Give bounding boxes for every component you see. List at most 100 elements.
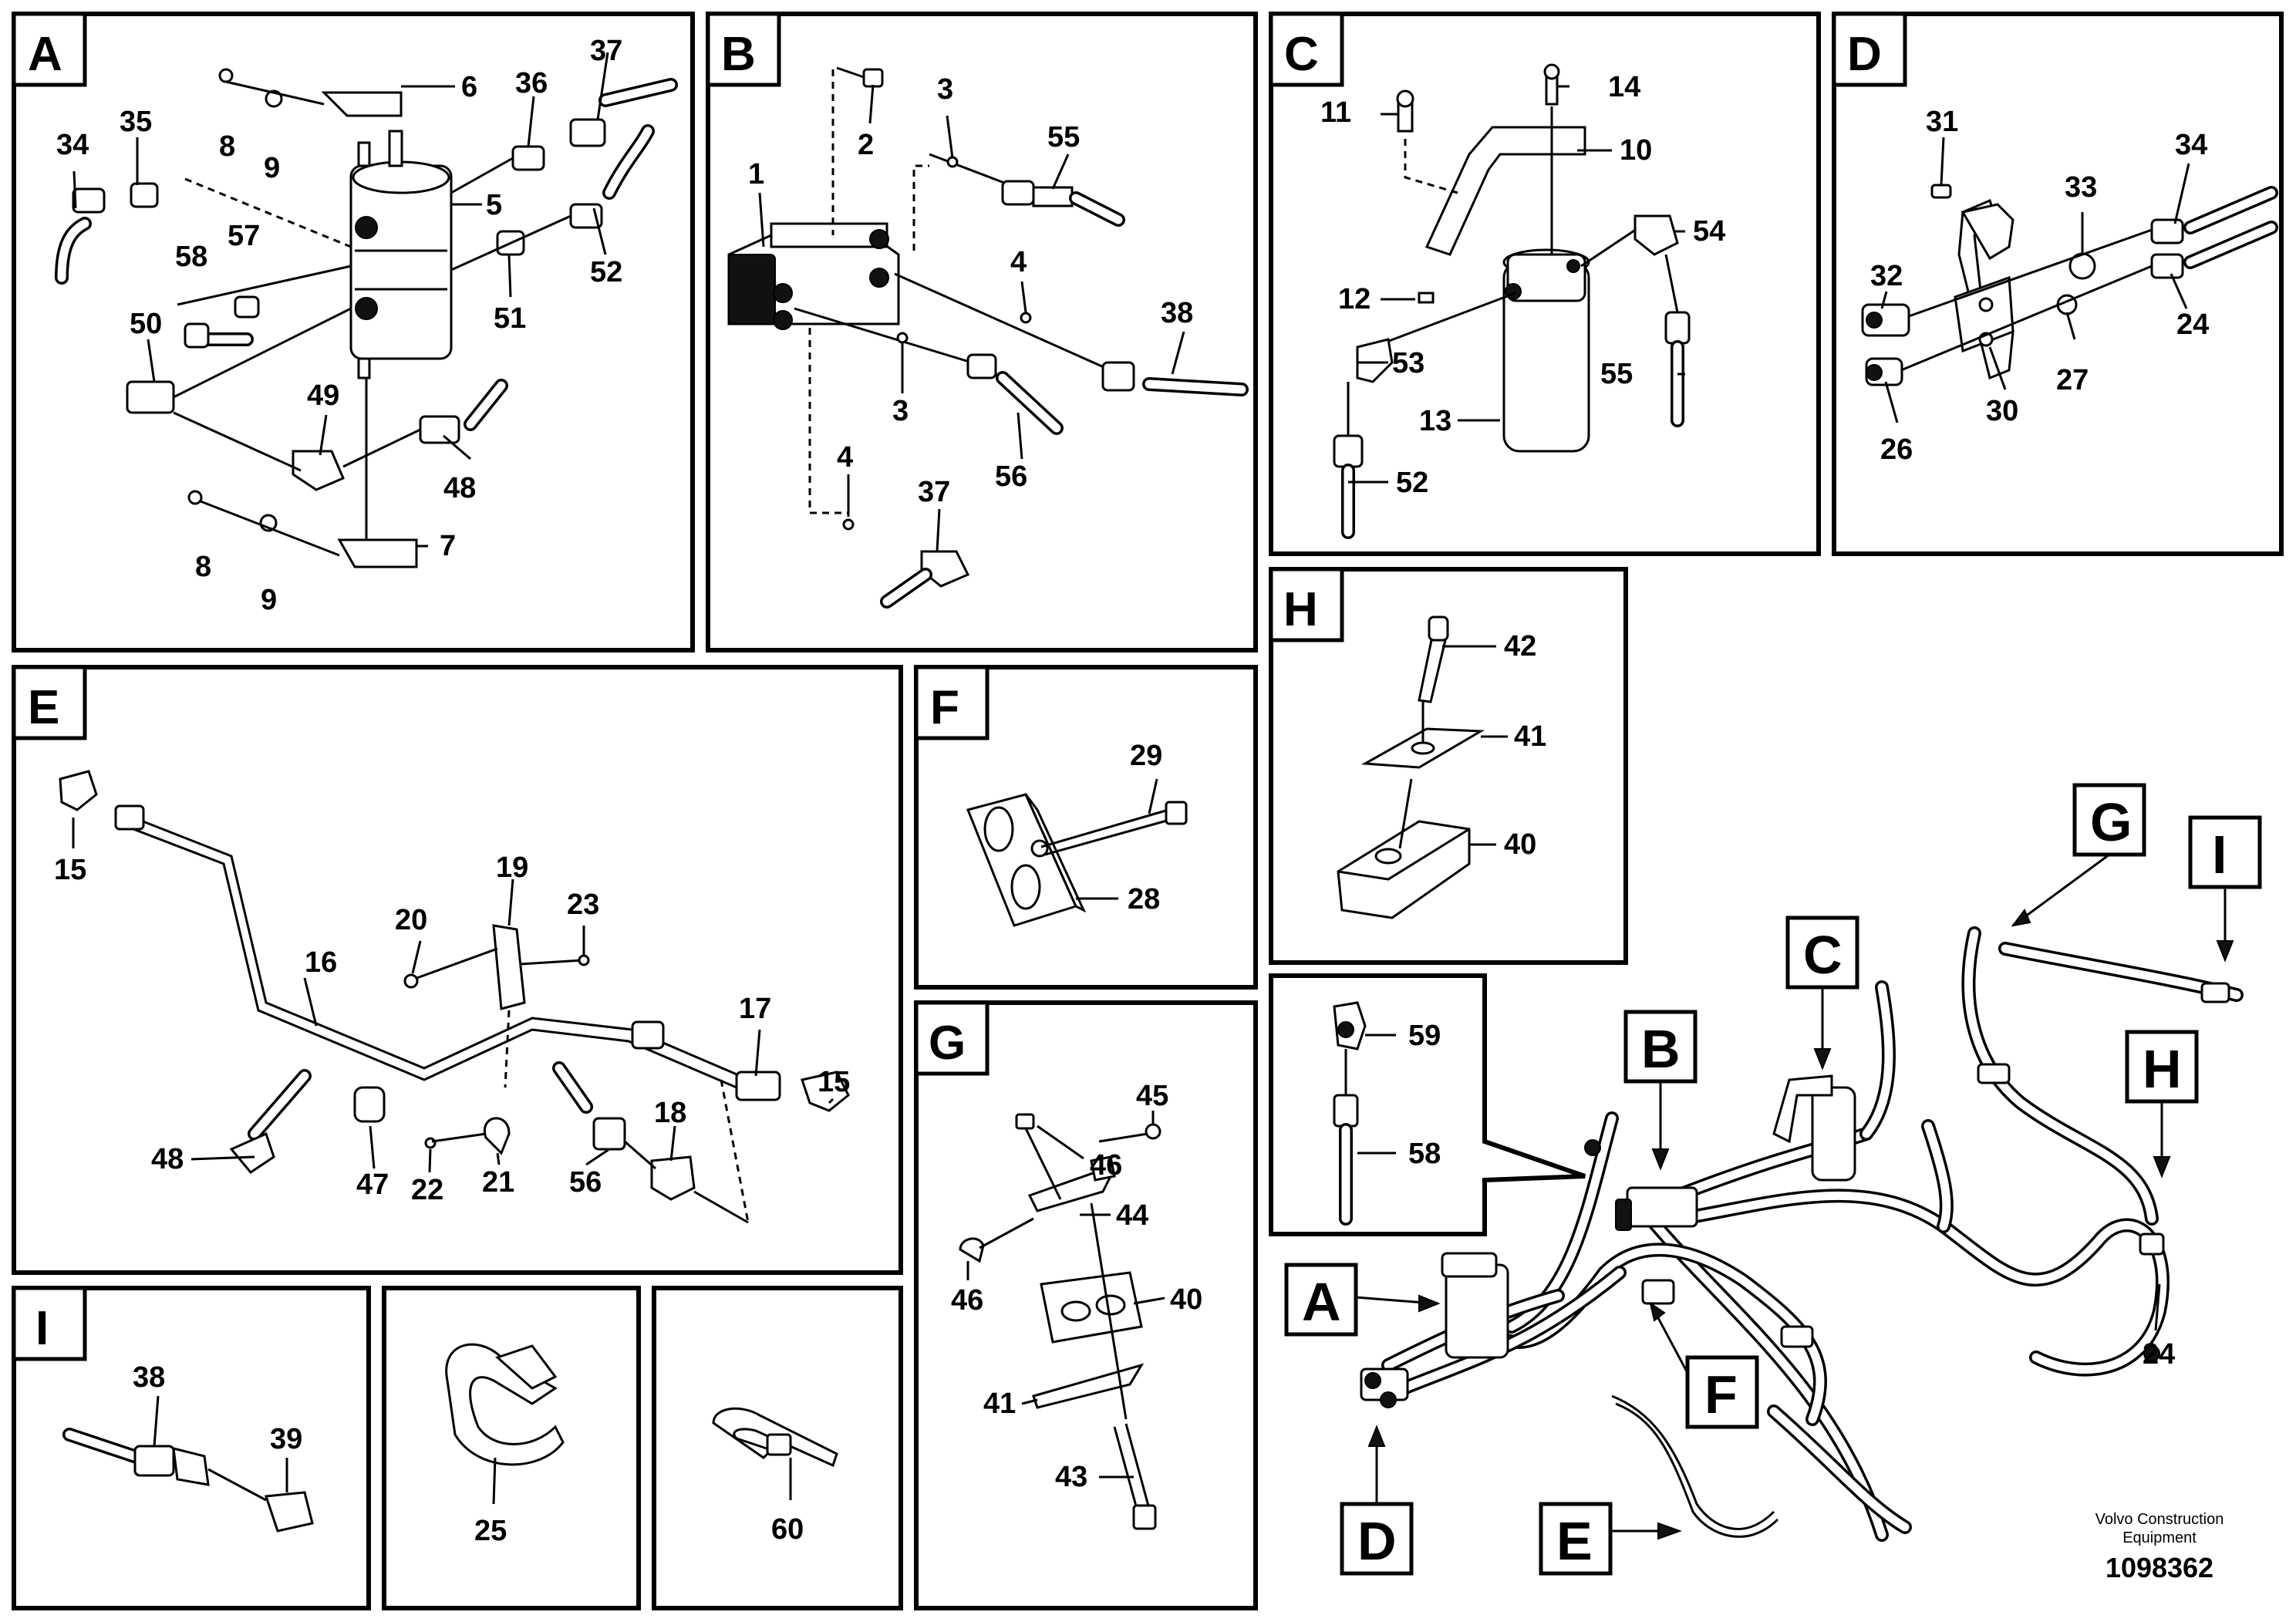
callout-e-22: 22 xyxy=(411,1174,443,1206)
callout-c-14: 14 xyxy=(1608,71,1640,103)
callout-h-41: 41 xyxy=(1514,720,1546,753)
callout-b-4: 4 xyxy=(1010,246,1027,278)
callout-h-42: 42 xyxy=(1504,630,1536,663)
overview-tag-c: C xyxy=(1803,925,1843,985)
callout-c-11: 11 xyxy=(1320,96,1351,129)
panel-tie-60: 60 xyxy=(652,1286,903,1610)
panel-detail-59-58: 59 58 xyxy=(1269,973,1586,1236)
callout-b-55: 55 xyxy=(1047,121,1080,153)
callout-a-8: 8 xyxy=(219,130,235,163)
callout-a-34: 34 xyxy=(56,129,89,161)
panel-g: G 45 46 44 40 46 41 43 xyxy=(914,1000,1258,1610)
manufacturer-line-2: Equipment xyxy=(2122,1529,2197,1546)
callout-c-10: 10 xyxy=(1620,134,1652,167)
callout-f-29: 29 xyxy=(1130,740,1162,772)
callout-a-9: 9 xyxy=(264,152,280,184)
callout-c-53: 53 xyxy=(1392,347,1424,379)
callout-d-32: 32 xyxy=(1870,260,1903,292)
panel-i-letter: I xyxy=(35,1302,49,1355)
callout-a-37: 37 xyxy=(590,35,622,67)
callout-a-8b: 8 xyxy=(195,551,211,583)
callout-a-49: 49 xyxy=(307,379,339,412)
callout-g-44: 44 xyxy=(1116,1199,1148,1232)
callout-a-5: 5 xyxy=(486,189,502,221)
callout-c-54: 54 xyxy=(1693,215,1725,248)
callout-g-41: 41 xyxy=(983,1388,1016,1420)
callout-e-16: 16 xyxy=(305,946,337,979)
callout-g-45: 45 xyxy=(1136,1080,1168,1112)
callout-b-56: 56 xyxy=(995,460,1027,493)
panel-f: F 29 28 xyxy=(914,665,1258,990)
callout-c-55: 55 xyxy=(1600,358,1633,390)
callout-e-20: 20 xyxy=(395,904,427,936)
callout-a-57: 57 xyxy=(228,220,260,252)
overview-tag-d: D xyxy=(1357,1511,1397,1571)
callout-i-39: 39 xyxy=(270,1423,302,1455)
overview-tag-e: E xyxy=(1556,1511,1593,1571)
callout-b-3b: 3 xyxy=(892,395,909,427)
panel-e-letter: E xyxy=(28,681,59,734)
callout-c-52: 52 xyxy=(1396,467,1428,499)
callout-a-52: 52 xyxy=(590,256,622,288)
callout-d-26: 26 xyxy=(1880,433,1913,466)
callout-a-51: 51 xyxy=(494,302,526,335)
callout-a-36: 36 xyxy=(515,67,548,99)
panel-c: C xyxy=(1269,12,1821,556)
callout-e-47: 47 xyxy=(356,1168,389,1201)
callout-g-46: 46 xyxy=(1090,1149,1122,1182)
callout-d-30: 30 xyxy=(1986,395,2018,427)
callout-e-17: 17 xyxy=(739,993,771,1025)
overview-tag-h: H xyxy=(2143,1039,2182,1099)
callout-a-50: 50 xyxy=(130,308,162,340)
callout-e-15: 15 xyxy=(54,854,86,886)
callout-d-27: 27 xyxy=(2056,364,2089,396)
panel-i: I 38 39 xyxy=(12,1286,371,1610)
callout-a-9b: 9 xyxy=(261,584,277,616)
callout-g-46b: 46 xyxy=(951,1284,983,1317)
overview-tag-b: B xyxy=(1641,1019,1681,1079)
callout-e-23: 23 xyxy=(567,889,599,921)
panel-a: A xyxy=(12,12,695,653)
panel-clamp-25: 25 xyxy=(382,1286,641,1610)
callout-a-7: 7 xyxy=(440,530,456,562)
overview-tag-g: G xyxy=(2090,792,2132,852)
panel-e: E xyxy=(12,665,903,1275)
panel-a-letter: A xyxy=(28,28,62,81)
callout-e-48: 48 xyxy=(151,1143,184,1175)
callout-b-38: 38 xyxy=(1161,297,1193,329)
document-number: 1098362 xyxy=(2106,1552,2213,1583)
callout-c-13: 13 xyxy=(1419,405,1451,437)
callout-b-3: 3 xyxy=(937,73,953,106)
panel-f-letter: F xyxy=(930,681,959,734)
callout-d-33: 33 xyxy=(2065,171,2097,204)
callout-a-35: 35 xyxy=(120,106,152,138)
callout-d-31: 31 xyxy=(1926,106,1958,138)
callout-b-1: 1 xyxy=(748,158,764,191)
callout-e-15b: 15 xyxy=(818,1066,850,1098)
panel-g-letter: G xyxy=(929,1017,966,1070)
overview-tag-a: A xyxy=(1302,1272,1341,1332)
overview-tag-i: I xyxy=(2212,824,2227,885)
callout-e-18: 18 xyxy=(654,1097,686,1129)
callout-d-24: 24 xyxy=(2176,309,2209,341)
overview-machine-assembly: G I C B H A F D E 24 xyxy=(1284,783,2262,1576)
callout-a-6: 6 xyxy=(461,71,477,103)
callout-b-37: 37 xyxy=(918,476,950,508)
callout-c-12: 12 xyxy=(1338,283,1371,315)
panel-b-letter: B xyxy=(721,28,756,81)
footer: Volvo Construction Equipment 1098362 xyxy=(2095,1511,2224,1583)
callout-f-28: 28 xyxy=(1128,883,1160,916)
panel-h-letter: H xyxy=(1283,583,1318,636)
overview-tag-f: F xyxy=(1704,1364,1738,1425)
panel-h: H 42 41 40 xyxy=(1269,567,1628,965)
callout-a-58: 58 xyxy=(175,241,207,273)
callout-e-19: 19 xyxy=(496,851,528,884)
callout-60: 60 xyxy=(771,1513,804,1546)
manufacturer-line-1: Volvo Construction xyxy=(2095,1511,2224,1528)
panel-d: D 31 34 33 32 24 27 xyxy=(1832,12,2284,556)
panel-d-letter: D xyxy=(1847,28,1882,81)
callout-g-43: 43 xyxy=(1055,1461,1087,1493)
callout-b-2: 2 xyxy=(858,129,874,161)
callout-25: 25 xyxy=(474,1515,507,1547)
callout-d-34: 34 xyxy=(2175,129,2207,161)
